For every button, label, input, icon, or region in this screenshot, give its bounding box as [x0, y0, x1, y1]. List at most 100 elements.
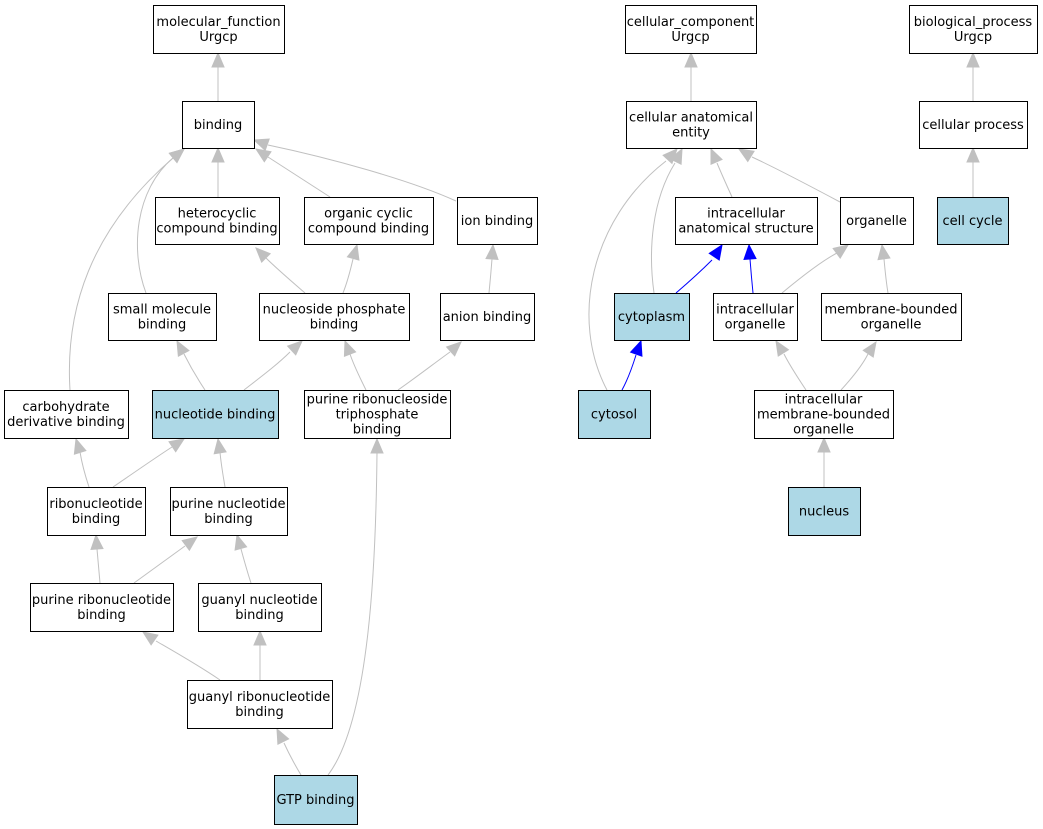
edge-line — [183, 353, 206, 391]
node-nucleotide-binding[interactable]: nucleotide binding — [152, 390, 279, 439]
node-box — [754, 390, 894, 439]
node-label-line: membrane-bounded — [824, 303, 957, 318]
node-gtp-binding[interactable]: GTP binding — [274, 775, 358, 825]
node-label-line: cellular_component — [627, 15, 755, 30]
edge-ias-to-cae — [710, 147, 733, 198]
edge-nucleotide_binding-to-small_molecule — [176, 339, 206, 391]
edge-purine_ribonucleoside_tp-to-anion_binding — [397, 341, 462, 391]
arrowhead-icon — [966, 146, 980, 163]
node-box — [457, 197, 538, 245]
edge-line — [68, 157, 174, 391]
edge-line — [327, 451, 378, 776]
node-cytoplasm[interactable]: cytoplasm — [614, 293, 690, 341]
node-box — [274, 775, 358, 825]
edge-imbo-to-intracellular_organelle — [775, 339, 807, 391]
node-anion-binding[interactable]: anion binding — [440, 293, 535, 341]
node-label-line: cellular process — [922, 118, 1024, 133]
node-binding[interactable]: binding — [182, 101, 255, 149]
node-box — [170, 487, 288, 536]
edge-line — [675, 259, 713, 294]
edge-cellular_process-to-bp — [966, 51, 980, 101]
node-box — [713, 293, 798, 341]
node-box — [304, 390, 451, 439]
arrowhead-icon — [343, 339, 357, 357]
arrowhead-icon — [708, 243, 723, 261]
node-label-line: purine ribonucleoside — [307, 393, 448, 408]
arrowhead-icon — [743, 243, 757, 260]
edge-gtp_binding-to-guanyl_ribonucleotide — [276, 727, 302, 776]
arrowhead-icon — [168, 438, 186, 453]
node-label-line: purine ribonucleotide — [32, 593, 171, 608]
edge-binding-to-mf — [211, 51, 225, 101]
node-box — [152, 390, 279, 439]
node-label-line: anion binding — [443, 310, 532, 325]
node-box — [788, 487, 861, 536]
node-label-line: Urgcp — [671, 30, 709, 45]
node-label-line: carbohydrate — [22, 400, 109, 415]
edge-nucleotide_binding-to-nucleoside_phosphate — [243, 340, 303, 391]
node-box — [840, 197, 914, 245]
edge-carbohydrate-to-binding — [68, 148, 185, 391]
node-label-line: entity — [672, 126, 710, 141]
edge-guanyl_ribonucleotide-to-guanyl_nucleotide — [253, 629, 267, 680]
node-ion-binding[interactable]: ion binding — [457, 197, 538, 245]
edge-line — [243, 351, 291, 391]
arrowhead-icon — [141, 631, 159, 646]
node-cellular-process[interactable]: cellular process — [919, 101, 1028, 149]
arrowhead-icon — [966, 51, 980, 68]
node-cytosol[interactable]: cytosol — [578, 390, 651, 439]
edge-line — [751, 156, 841, 203]
node-cell-cycle[interactable]: cell cycle — [937, 197, 1009, 245]
node-box — [259, 293, 410, 341]
edge-anion_binding-to-ion_binding — [485, 243, 499, 294]
edge-cell_cycle-to-cellular_process — [966, 146, 980, 197]
node-label-line: molecular_function — [156, 15, 280, 30]
edge-line — [96, 548, 101, 584]
edge-cae-to-cc — [684, 51, 698, 101]
node-label-line: cellular anatomical — [629, 111, 753, 126]
node-label-line: binding — [235, 705, 283, 720]
node-box — [578, 390, 651, 439]
node-label-line: guanyl nucleotide — [201, 593, 317, 608]
node-nucleus[interactable]: nucleus — [788, 487, 861, 536]
arrowhead-icon — [877, 243, 891, 261]
arrowhead-icon — [832, 244, 850, 259]
edge-cytoplasm-to-ias — [675, 243, 723, 294]
node-label-line: binding — [235, 608, 283, 623]
edge-line — [283, 742, 302, 776]
arrowhead-icon — [211, 146, 225, 163]
edge-purine_ribonucleotide-to-purine_nucleotide — [133, 536, 199, 584]
node-label-line: compound binding — [308, 222, 429, 237]
edge-cytosol-to-cytoplasm — [621, 339, 643, 391]
arrowhead-icon — [252, 138, 270, 152]
node-organelle[interactable]: organelle — [840, 197, 914, 245]
edge-line — [397, 351, 451, 391]
edge-nucleus-to-imbo — [817, 436, 831, 487]
node-label-line: binding — [204, 512, 252, 527]
edge-purine_ribonucleotide-to-ribonucleotide — [90, 533, 104, 584]
edges-layer — [68, 51, 980, 776]
arrowhead-icon — [213, 437, 227, 455]
edge-purine_ribonucleoside_tp-to-nucleoside_phosphate — [343, 339, 367, 391]
arrowhead-icon — [253, 629, 267, 646]
